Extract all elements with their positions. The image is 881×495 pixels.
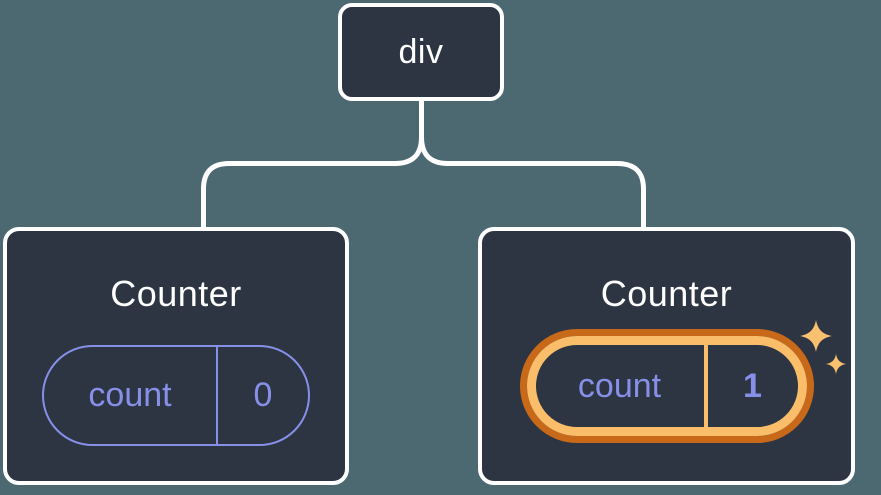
component-title: Counter [600, 273, 733, 314]
state-pill-highlight-ring: count 1 [519, 329, 814, 443]
state-value-label: 0 [253, 376, 273, 414]
state-value-cell: 0 [218, 347, 308, 444]
root-node: div [338, 3, 504, 101]
state-pill: count 1 [526, 336, 807, 436]
connector-left-branch [201, 134, 424, 232]
connector-right-branch [419, 134, 646, 232]
state-value-label: 1 [743, 366, 762, 405]
counter-node-right: Counter count 1 [478, 227, 855, 485]
state-key-cell: count [536, 345, 708, 427]
counter-node-left: Counter count 0 [3, 227, 349, 485]
sparkles-icon [800, 320, 846, 374]
state-key-label: count [577, 366, 662, 405]
root-node-label: div [398, 32, 444, 71]
sparkle-large [800, 320, 832, 352]
state-key-cell: count [44, 347, 218, 444]
state-key-label: count [88, 376, 172, 414]
state-value-cell: 1 [708, 345, 798, 427]
component-title: Counter [110, 273, 242, 314]
sparkle-small [826, 354, 846, 374]
state-pill: count 0 [42, 345, 310, 446]
